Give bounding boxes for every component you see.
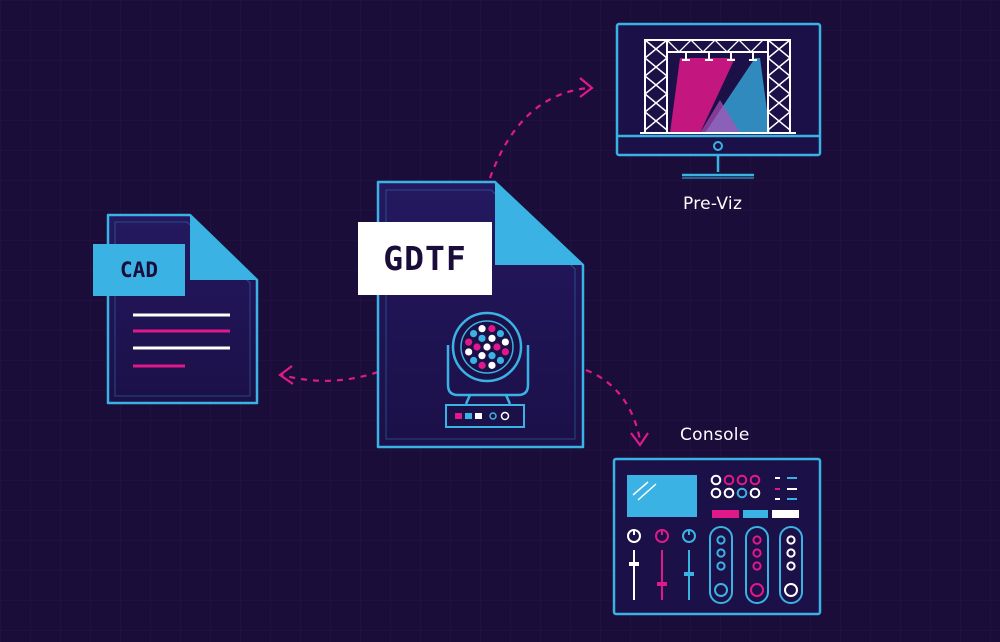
console-button bbox=[752, 561, 762, 571]
console-button-column bbox=[745, 526, 769, 604]
moving-head-light-icon bbox=[445, 311, 530, 428]
led-dot bbox=[465, 348, 473, 356]
led-dot bbox=[501, 348, 509, 356]
console-button bbox=[710, 474, 722, 486]
console-button bbox=[749, 487, 761, 499]
led-dot bbox=[478, 352, 486, 360]
led-dot bbox=[483, 343, 491, 351]
console-button-column bbox=[779, 526, 803, 604]
led-dot bbox=[478, 325, 486, 333]
led-dot bbox=[478, 361, 486, 369]
console-button bbox=[723, 474, 735, 486]
stage-truss-icon bbox=[640, 39, 796, 134]
console-button bbox=[752, 548, 762, 558]
led-dot bbox=[496, 329, 505, 338]
lighting-console-icon bbox=[612, 457, 822, 616]
console-button bbox=[723, 487, 735, 499]
console-button bbox=[736, 487, 748, 499]
led-dot bbox=[496, 356, 505, 365]
console-button bbox=[716, 535, 726, 545]
console-button bbox=[716, 548, 726, 558]
cad-label-tag: CAD bbox=[93, 244, 185, 296]
console-button bbox=[786, 535, 796, 545]
arrow-to-console bbox=[585, 368, 649, 447]
led-dot bbox=[488, 334, 496, 342]
console-knob bbox=[784, 583, 798, 597]
led-dot bbox=[469, 329, 478, 338]
previz-label: Pre-Viz bbox=[683, 194, 743, 214]
led-dot bbox=[501, 338, 509, 346]
led-dot bbox=[478, 334, 486, 342]
gdtf-label-tag: GDTF bbox=[358, 222, 492, 295]
console-label: Console bbox=[680, 425, 750, 445]
console-button bbox=[752, 535, 762, 545]
arrow-to-previz bbox=[488, 77, 594, 179]
console-button bbox=[716, 561, 726, 571]
led-dot bbox=[488, 352, 496, 360]
console-button bbox=[749, 474, 761, 486]
console-knob bbox=[750, 583, 764, 597]
led-dot bbox=[465, 338, 473, 346]
console-button bbox=[710, 487, 722, 499]
console-knob bbox=[714, 583, 728, 597]
led-dot bbox=[488, 325, 496, 333]
led-dot bbox=[469, 356, 478, 365]
console-button-column bbox=[709, 526, 733, 604]
arrow-to-cad bbox=[278, 365, 379, 385]
led-dot bbox=[493, 343, 501, 351]
console-button bbox=[786, 561, 796, 571]
console-button bbox=[736, 474, 748, 486]
led-dot bbox=[473, 343, 481, 351]
led-dot bbox=[488, 361, 496, 369]
console-button bbox=[786, 548, 796, 558]
